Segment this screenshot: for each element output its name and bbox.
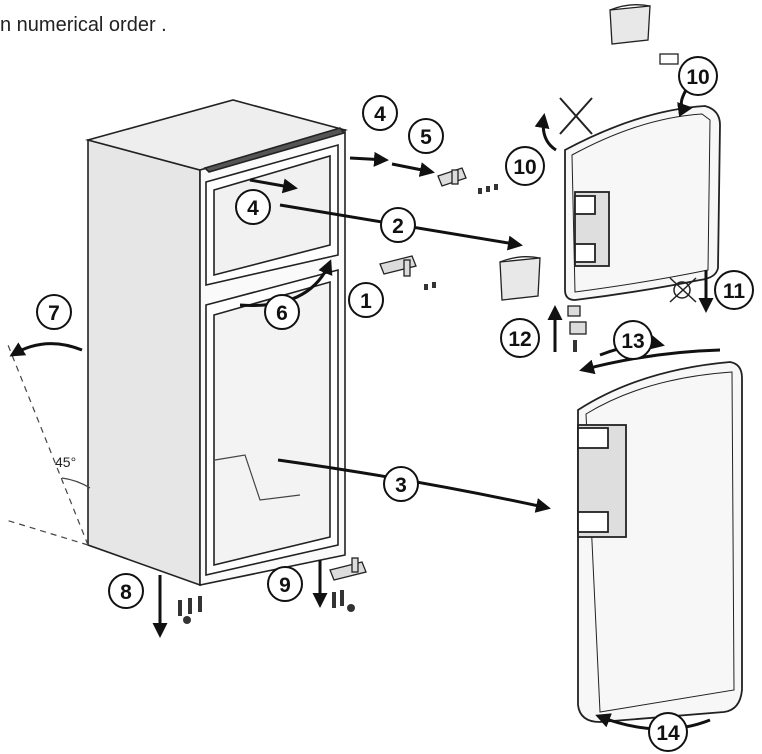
fridge-cabinet (84, 99, 349, 587)
lamp-part (669, 277, 697, 303)
arrows (9, 89, 721, 731)
step-8-badge (108, 573, 144, 609)
step-label: 3 (395, 474, 407, 497)
step-5-badge (408, 118, 444, 154)
freezer-door (564, 105, 721, 301)
step-7-badge (36, 294, 72, 330)
step-10a-badge (678, 56, 718, 96)
step-label: 12 (508, 328, 531, 351)
step-label: 9 (279, 574, 291, 597)
step-4b-badge (235, 189, 271, 225)
step-label: 2 (392, 215, 404, 238)
step-6-badge (264, 294, 300, 330)
fridge-door (577, 361, 743, 723)
instruction-caption: n numerical order . (0, 14, 167, 36)
step-label: 10 (686, 66, 709, 89)
step-9-badge (267, 566, 303, 602)
angle-label: 45° (55, 454, 76, 470)
step-4a-badge (362, 95, 398, 131)
step-badges (36, 56, 754, 752)
step-label: 14 (656, 722, 680, 745)
step-10b-badge (505, 146, 545, 186)
step-label: 1 (360, 290, 372, 313)
step-14-badge (648, 712, 688, 752)
step-2-badge (380, 207, 416, 243)
step-label: 6 (276, 302, 288, 325)
step-13-badge (613, 320, 653, 360)
step-label: 4 (374, 103, 386, 126)
step-label: 8 (120, 581, 132, 604)
step-1-badge (348, 282, 384, 318)
step-label: 10 (513, 156, 536, 179)
step-12-badge (500, 318, 540, 358)
step-label: 4 (247, 197, 259, 220)
step-label: 11 (723, 280, 746, 303)
cross-mark (559, 97, 593, 135)
angle-guide (5, 344, 91, 546)
step-3-badge (383, 466, 419, 502)
step-label: 7 (48, 302, 60, 325)
step-11-badge (714, 270, 754, 310)
step-label: 5 (420, 126, 432, 149)
step-labels: 1 2 3 4 4 5 6 7 8 9 10 10 11 12 13 14 (48, 66, 745, 745)
step-label: 13 (621, 330, 644, 353)
parts-bags (499, 4, 679, 301)
